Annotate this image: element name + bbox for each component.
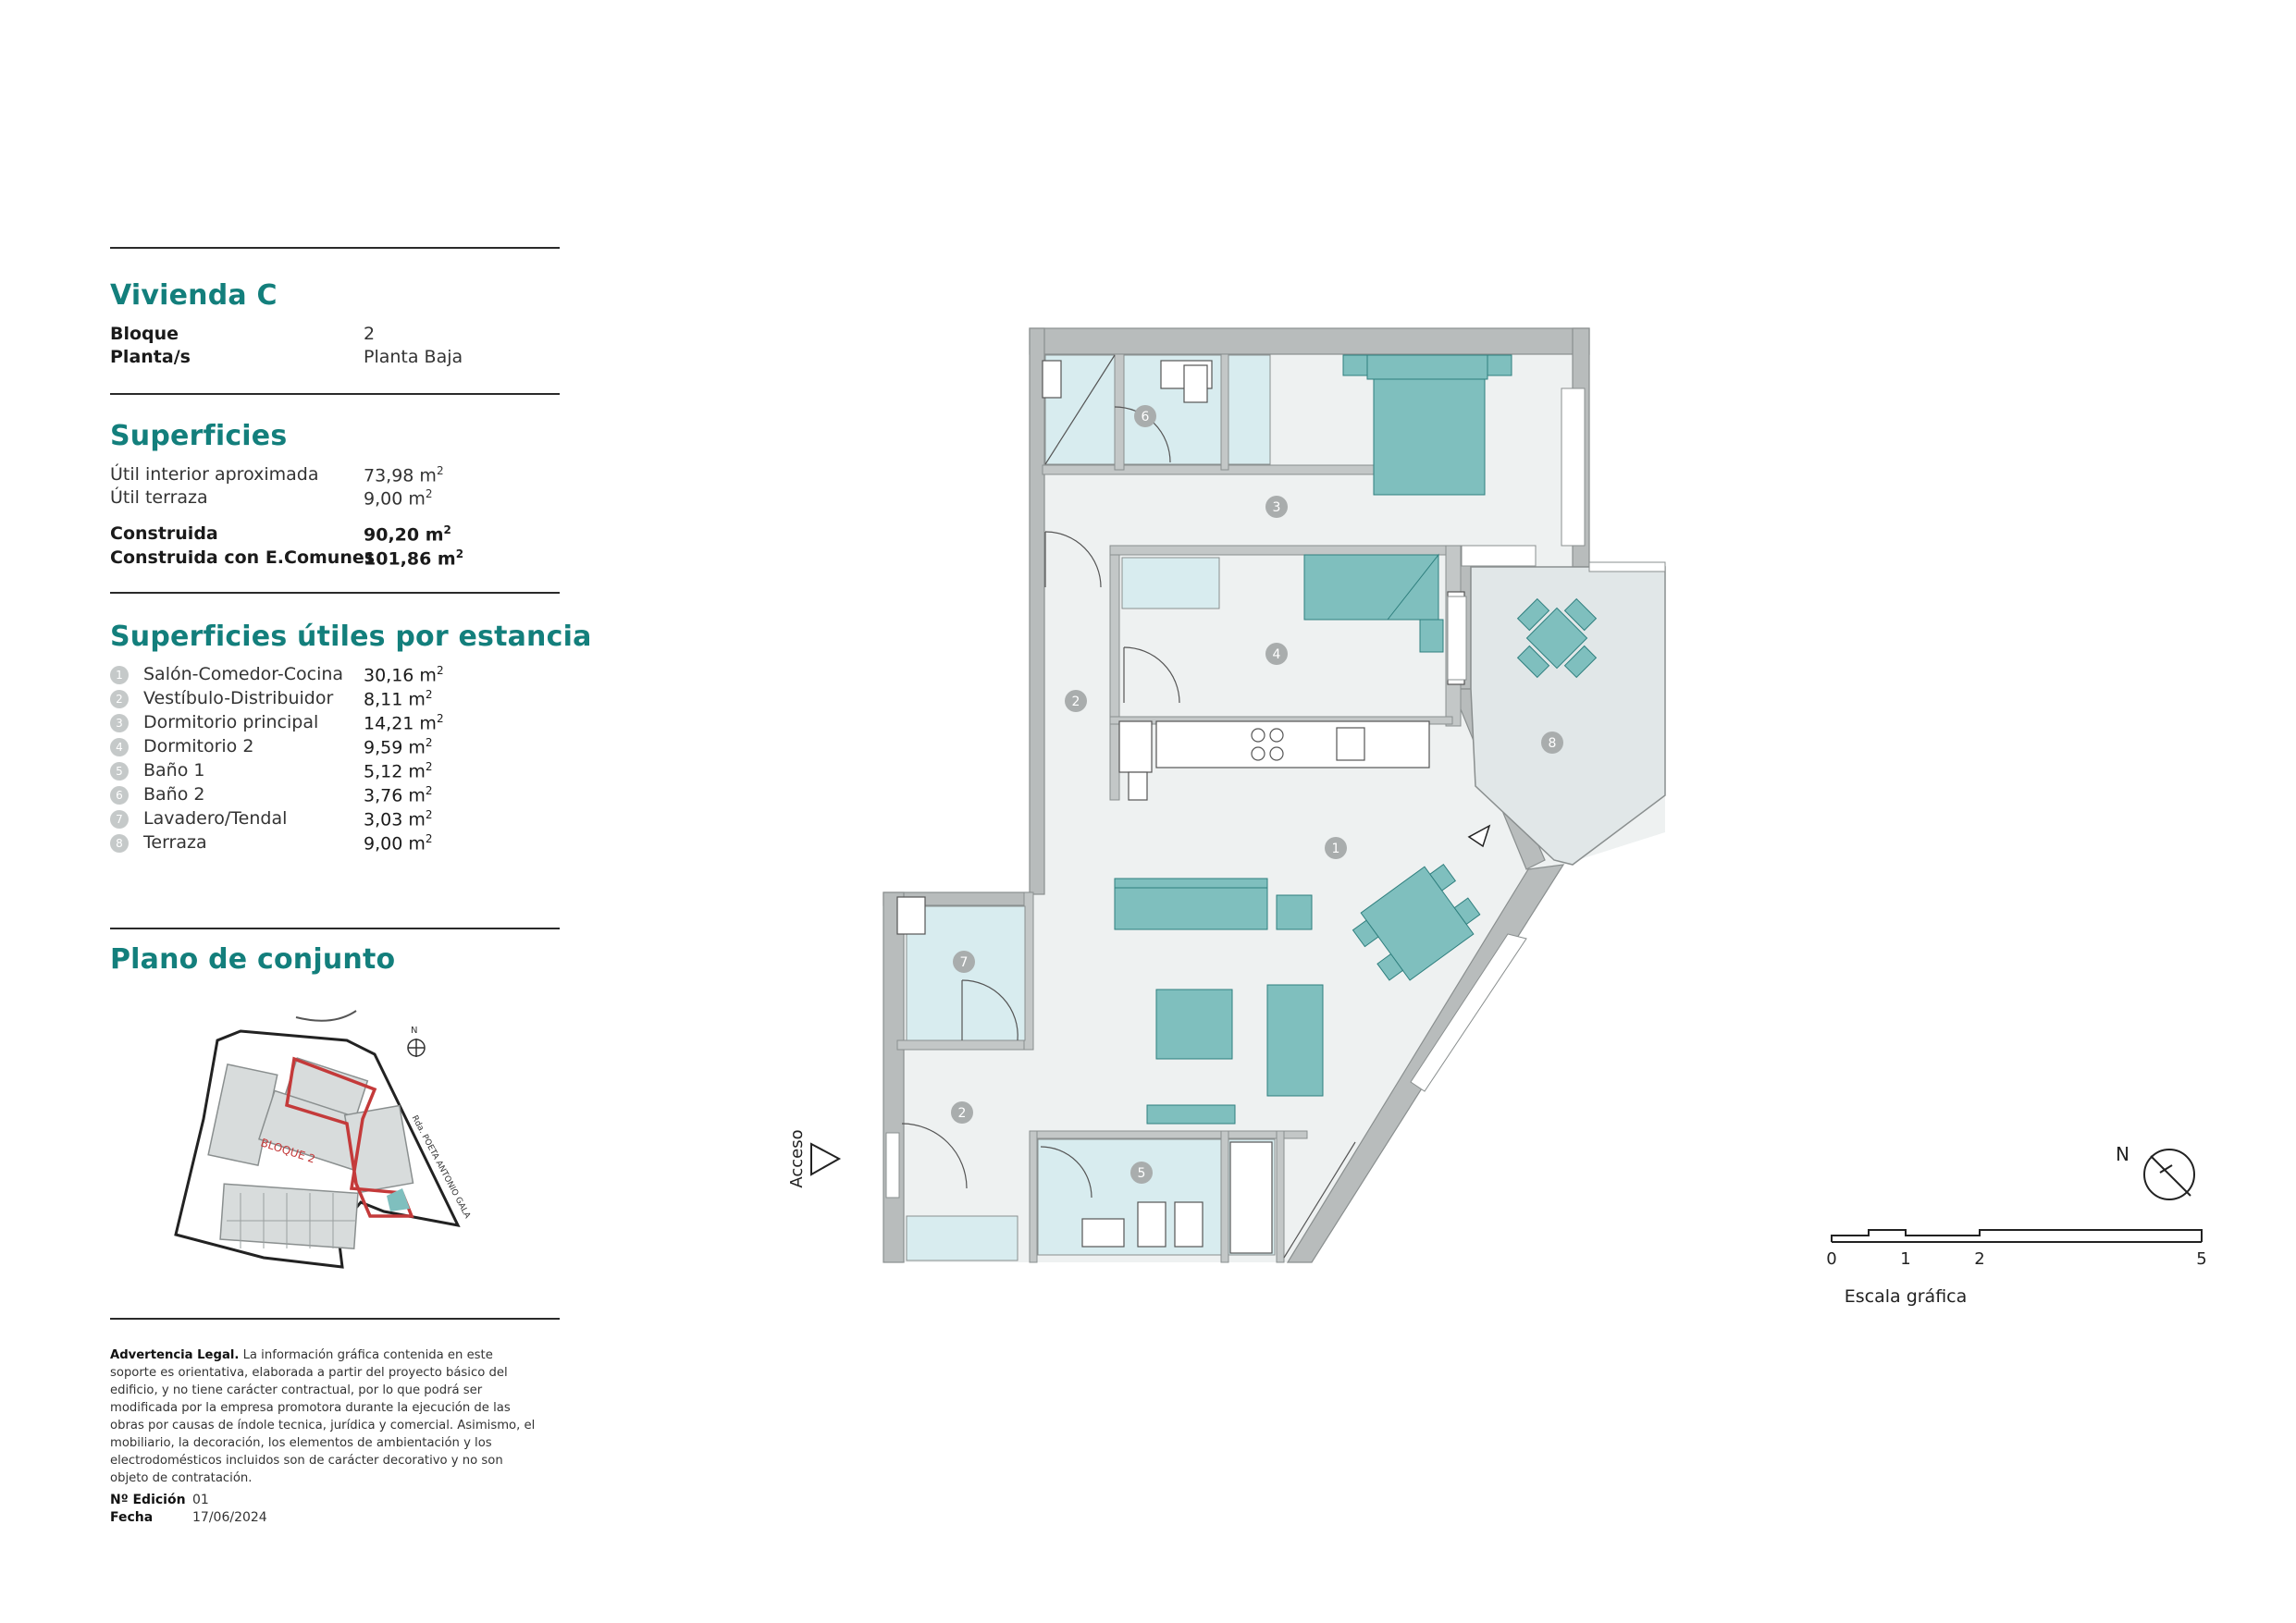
north-label: N [2116, 1143, 2129, 1165]
room-number-icon: 7 [110, 809, 129, 829]
room-marker-label: 5 [1138, 1166, 1146, 1181]
divider [110, 247, 560, 249]
surface-row: Útil terraza 9,00 m2 [110, 487, 554, 513]
scale-bar [1831, 1229, 2203, 1243]
room-marker-icon [1265, 643, 1288, 665]
room-row: 4 Dormitorio 2 9,59 m2 [110, 736, 554, 762]
room-row: 1 Salón-Comedor-Cocina 30,16 m2 [110, 664, 554, 690]
entry-arrow-icon [1467, 824, 1491, 848]
scale-tick-label: 0 [1826, 1249, 1836, 1269]
room-label: Dormitorio principal [143, 712, 319, 732]
edition-label: Nº Edición [110, 1493, 186, 1507]
room-marker-label: 8 [1549, 736, 1557, 751]
surface-value: 90,20 m2 [364, 523, 451, 546]
surface-row: Útil interior aproximada 73,98 m2 [110, 464, 554, 490]
room-marker-label: 1 [1332, 842, 1340, 856]
room-label: Vestíbulo-Distribuidor [143, 688, 334, 708]
room-row: 6 Baño 2 3,76 m2 [110, 784, 554, 810]
scale-tick-label: 2 [1974, 1249, 1984, 1269]
room-marker-icon [951, 1101, 973, 1124]
surface-value: 73,98 m2 [364, 464, 444, 486]
room-marker-label: 7 [960, 955, 969, 970]
surface-row: Construida 90,20 m2 [110, 523, 554, 549]
unit-title: Vivienda C [110, 279, 278, 312]
access-label: Acceso [787, 1129, 807, 1187]
date-value: 17/06/2024 [192, 1510, 267, 1525]
surface-label: Útil interior aproximada [110, 464, 319, 485]
divider [110, 393, 560, 395]
rooms-title: Superficies útiles por estancia [110, 621, 592, 653]
room-number-icon: 3 [110, 713, 129, 732]
edition-value: 01 [192, 1493, 209, 1507]
surface-row: Construida con E.Comunes 101,86 m2 [110, 547, 554, 573]
room-label: Dormitorio 2 [143, 736, 254, 756]
room-value: 14,21 m2 [364, 712, 444, 734]
surface-label: Construida [110, 523, 218, 544]
room-number-icon: 8 [110, 833, 129, 853]
room-marker-label: 2 [1072, 695, 1080, 709]
room-marker-label: 6 [1142, 410, 1150, 424]
surface-label: Útil terraza [110, 487, 208, 508]
scale-title: Escala gráfica [1845, 1286, 1968, 1307]
field-planta: Planta/s Planta Baja [110, 347, 554, 373]
legal-text: La información gráfica contenida en este… [110, 1348, 536, 1485]
room-label: Salón-Comedor-Cocina [143, 664, 344, 684]
field-value: 2 [364, 324, 376, 344]
room-value: 5,12 m2 [364, 760, 433, 782]
room-row: 5 Baño 1 5,12 m2 [110, 760, 554, 786]
north-compass-icon [2143, 1149, 2195, 1200]
room-label: Terraza [143, 832, 207, 853]
field-value: Planta Baja [364, 347, 463, 367]
surface-value: 101,86 m2 [364, 547, 464, 570]
access-arrow-icon [810, 1142, 842, 1176]
field-label: Bloque [110, 324, 179, 344]
date-label: Fecha [110, 1510, 154, 1525]
room-row: 2 Vestíbulo-Distribuidor 8,11 m2 [110, 688, 554, 714]
room-value: 8,11 m2 [364, 688, 433, 710]
room-label: Lavadero/Tendal [143, 808, 288, 829]
legal-notice: Advertencia Legal. La información gráfic… [110, 1346, 537, 1487]
room-row: 3 Dormitorio principal 14,21 m2 [110, 712, 554, 738]
room-marker-icon [1325, 837, 1347, 859]
site-north-label: N [411, 1026, 417, 1036]
room-value: 3,76 m2 [364, 784, 433, 806]
room-marker-icon [1541, 732, 1563, 754]
room-marker-icon [1265, 496, 1288, 518]
room-value: 3,03 m2 [364, 808, 433, 830]
room-marker-icon [1065, 690, 1087, 712]
scale-tick-label: 5 [2196, 1249, 2206, 1269]
site-plan-map: BLOQUE 2 Rda. POETA ANTONIO GALA N [174, 1010, 472, 1269]
field-bloque: Bloque 2 [110, 324, 554, 350]
room-number-icon: 6 [110, 785, 129, 805]
room-number-icon: 4 [110, 737, 129, 756]
room-marker-icon [953, 951, 975, 973]
room-number-icon: 1 [110, 665, 129, 684]
divider [110, 928, 560, 929]
scale-tick-label: 1 [1900, 1249, 1910, 1269]
divider [110, 592, 560, 594]
room-marker-label: 4 [1273, 647, 1281, 662]
room-row: 7 Lavadero/Tendal 3,03 m2 [110, 808, 554, 834]
room-value: 30,16 m2 [364, 664, 444, 686]
divider [110, 1318, 560, 1320]
surface-label: Construida con E.Comunes [110, 547, 376, 568]
room-number-icon: 2 [110, 689, 129, 708]
room-row: 8 Terraza 9,00 m2 [110, 832, 554, 858]
room-value: 9,00 m2 [364, 832, 433, 855]
room-number-icon: 5 [110, 761, 129, 781]
surface-value: 9,00 m2 [364, 487, 433, 510]
room-marker-label: 2 [958, 1106, 967, 1121]
legal-heading: Advertencia Legal. [110, 1348, 240, 1362]
room-label: Baño 1 [143, 760, 205, 781]
surfaces-title: Superficies [110, 420, 288, 452]
room-marker-icon [1134, 405, 1156, 427]
field-label: Planta/s [110, 347, 191, 367]
site-plan-title: Plano de conjunto [110, 943, 396, 976]
room-marker-icon [1130, 1162, 1153, 1184]
room-marker-label: 3 [1273, 500, 1281, 515]
room-value: 9,59 m2 [364, 736, 433, 758]
room-label: Baño 2 [143, 784, 205, 805]
